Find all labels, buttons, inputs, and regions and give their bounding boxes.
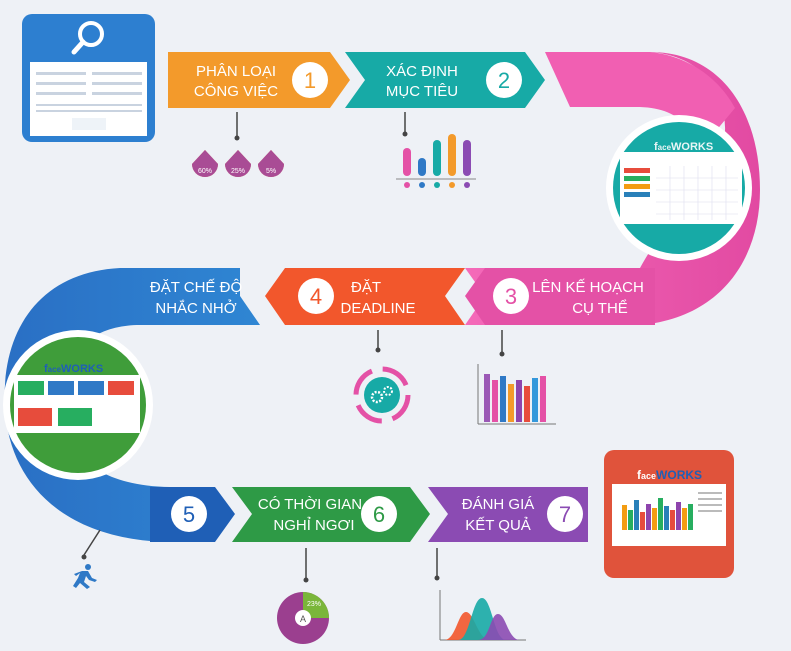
step-7-arrow <box>428 487 588 542</box>
step-2-line1: XÁC ĐỊNH <box>386 63 458 80</box>
step-2-number: 2 <box>486 62 522 98</box>
step-6-line2: NGHỈ NGƠI <box>273 517 354 534</box>
plan-bar-chart <box>477 364 556 425</box>
pie-center-label: A <box>300 614 306 624</box>
step-4-line2: DEADLINE <box>340 300 415 317</box>
percentage-drops: 60% 25% 5% <box>192 150 284 177</box>
reminder-line2: NHẮC NHỞ <box>155 299 236 317</box>
drop-label-2: 25% <box>231 168 245 175</box>
step-4-number: 4 <box>298 278 334 314</box>
step-7-line2: KẾT QUẢ <box>465 517 531 534</box>
drop-label-3: 5% <box>266 168 276 175</box>
svg-text:6: 6 <box>373 502 385 527</box>
runner-icon <box>73 564 97 589</box>
calendar-circle: faceWORKS <box>606 115 752 261</box>
step-1-line1: PHÂN LOẠI <box>196 63 276 80</box>
step-3-line2: CỤ THỂ <box>572 299 628 317</box>
deadline-ring <box>353 366 411 424</box>
svg-text:5: 5 <box>183 502 195 527</box>
search-icon <box>71 21 104 55</box>
step-6-number: 6 <box>361 496 397 532</box>
step-3-number: 3 <box>493 278 529 314</box>
pie-percent-label: 23% <box>307 601 321 608</box>
step-3-line1: LÊN KẾ HOẠCH <box>532 279 644 296</box>
result-area-chart <box>439 590 526 641</box>
report-brand: faceWORKS <box>637 468 702 482</box>
dashboard-circle: faceWORKS <box>3 330 153 480</box>
drop-label-1: 60% <box>198 168 212 175</box>
reminder-line1: ĐẶT CHẾ ĐỘ <box>150 279 242 296</box>
step-7-line1: ĐÁNH GIÁ <box>462 496 535 513</box>
target-bar-graphic <box>396 134 476 188</box>
step-5-number: 5 <box>171 496 207 532</box>
step-6-line1: CÓ THỜI GIAN <box>258 496 362 513</box>
search-card <box>22 14 155 142</box>
gears-icon <box>370 386 393 404</box>
step-2-line2: MỤC TIÊU <box>386 83 458 100</box>
svg-text:3: 3 <box>505 284 517 309</box>
calendar-brand: faceWORKS <box>654 141 713 153</box>
svg-text:2: 2 <box>498 68 510 93</box>
report-card: faceWORKS <box>604 450 734 578</box>
svg-text:7: 7 <box>559 502 571 527</box>
step-1-number: 1 <box>292 62 328 98</box>
svg-text:4: 4 <box>310 284 322 309</box>
svg-text:1: 1 <box>304 68 316 93</box>
dashboard-brand: faceWORKS <box>44 363 103 375</box>
step-7-number: 7 <box>547 496 583 532</box>
step-1-line2: CÔNG VIỆC <box>194 83 278 100</box>
rest-pie-chart: A 23% <box>277 592 329 644</box>
step-4-line1: ĐẶT <box>351 279 381 296</box>
